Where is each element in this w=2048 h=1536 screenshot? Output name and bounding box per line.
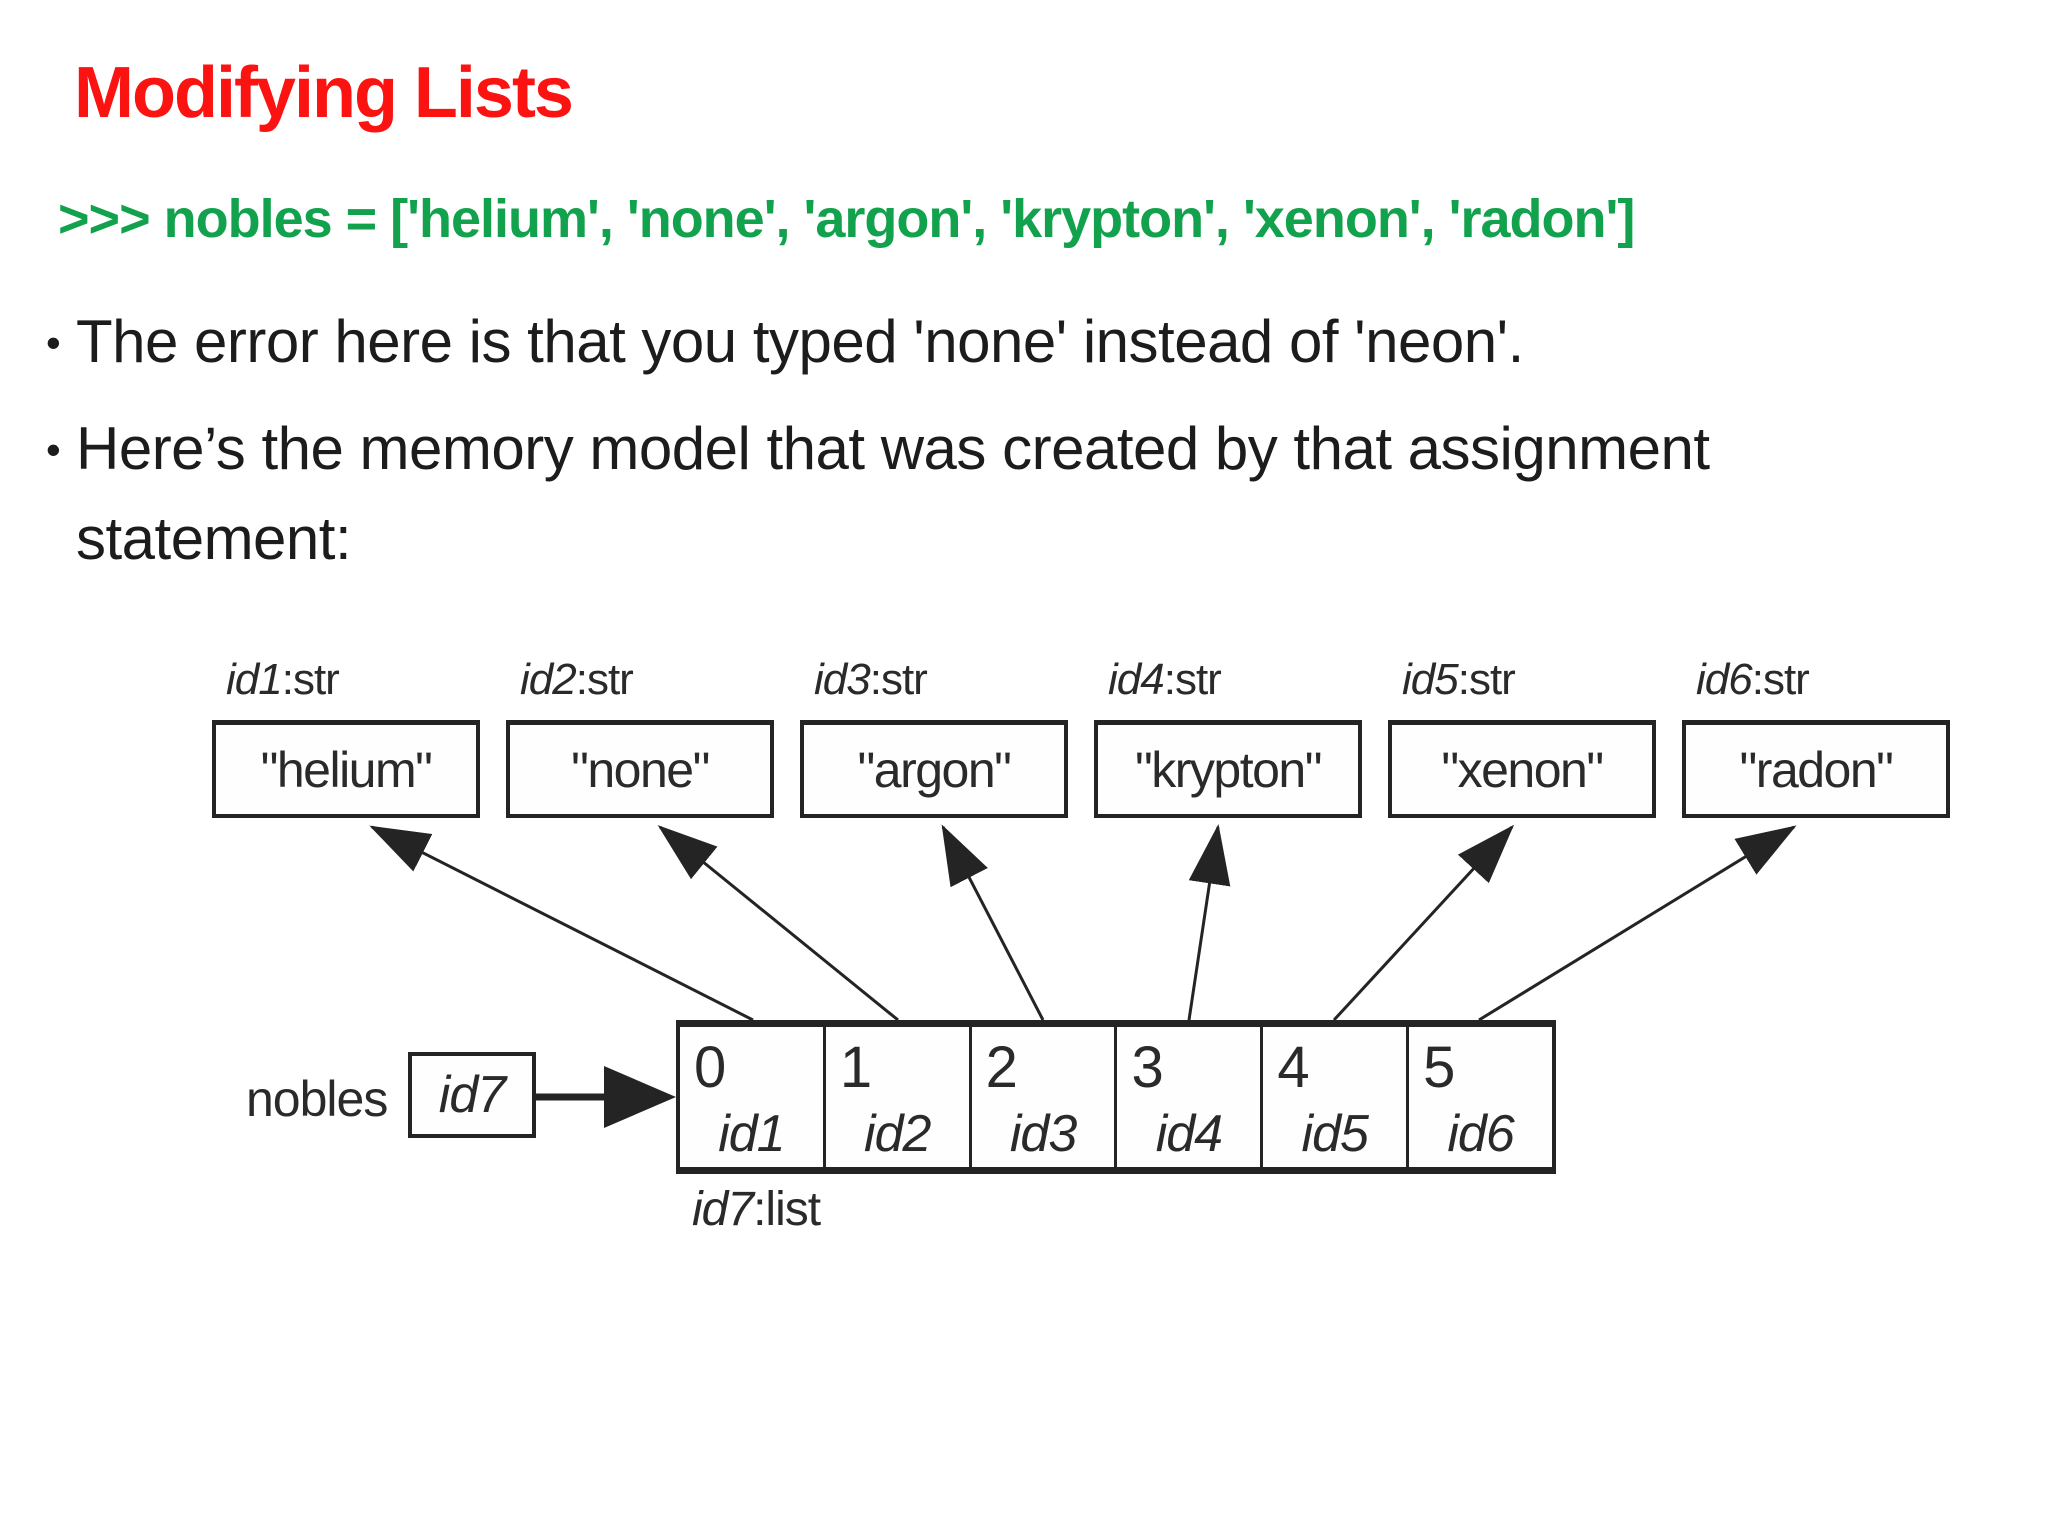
- string-value: "helium": [260, 741, 433, 798]
- list-object-label: id7:list: [692, 1183, 821, 1237]
- reference-arrow: [657, 825, 899, 1022]
- variable-name: nobles: [246, 1071, 388, 1127]
- bullet-icon: •: [46, 319, 61, 366]
- variable-box: id7: [408, 1052, 536, 1138]
- list-cell: 1 id2: [826, 1027, 972, 1167]
- object-id: id3: [814, 655, 871, 704]
- object-label: id1:str: [226, 655, 340, 704]
- object-id: id5: [1402, 655, 1459, 704]
- reference-arrow: [1332, 824, 1515, 1022]
- string-value: "none": [571, 741, 710, 798]
- code-line: >>> nobles = ['helium', 'none', 'argon',…: [58, 189, 1635, 249]
- string-object-box: "helium": [212, 720, 480, 818]
- object-id: id7: [692, 1183, 754, 1236]
- object-type: :list: [753, 1183, 821, 1236]
- cell-index: 2: [985, 1035, 1018, 1100]
- bullet-text: The error here is that you typed 'none' …: [76, 308, 1524, 375]
- bullet-icon: •: [46, 426, 61, 473]
- cell-ref: id1: [718, 1105, 785, 1163]
- object-label: id2:str: [520, 655, 634, 704]
- object-id: id1: [226, 655, 283, 704]
- object-label: id4:str: [1108, 655, 1222, 704]
- string-object-box: "radon": [1682, 720, 1950, 818]
- string-object-box: "argon": [800, 720, 1068, 818]
- list-cell: 0 id1: [680, 1027, 826, 1167]
- bullet-item: • The error here is that you typed 'none…: [46, 304, 1524, 382]
- bullet-item: • Here’s the memory model that was creat…: [46, 404, 1866, 584]
- string-object-box: "krypton": [1094, 720, 1362, 818]
- cell-ref: id2: [864, 1105, 931, 1163]
- arrowhead-icon: [604, 1066, 676, 1128]
- variable-ref: id7: [438, 1066, 506, 1124]
- string-value: "radon": [1739, 741, 1894, 798]
- list-cell: 2 id3: [972, 1027, 1118, 1167]
- reference-arrow: [369, 825, 754, 1022]
- list-cell: 4 id5: [1263, 1027, 1410, 1167]
- object-type: :str: [1163, 655, 1222, 704]
- cell-index: 5: [1423, 1035, 1456, 1100]
- list-cell: 5 id6: [1409, 1027, 1552, 1167]
- cell-index: 4: [1277, 1035, 1310, 1100]
- bullet-text: Here’s the memory model that was created…: [76, 415, 1710, 572]
- reference-arrow: [1478, 825, 1797, 1022]
- reference-arrow: [1187, 824, 1231, 1021]
- object-type: :str: [869, 655, 928, 704]
- string-value: "xenon": [1441, 741, 1604, 798]
- cell-ref: id6: [1447, 1105, 1514, 1163]
- object-id: id6: [1696, 655, 1753, 704]
- object-label: id5:str: [1402, 655, 1516, 704]
- object-id: id2: [520, 655, 577, 704]
- string-value: "krypton": [1135, 741, 1322, 798]
- cell-ref: id4: [1155, 1105, 1223, 1163]
- string-object-box: "xenon": [1388, 720, 1656, 818]
- object-type: :str: [281, 655, 340, 704]
- string-object-box: "none": [506, 720, 774, 818]
- object-label: id6:str: [1696, 655, 1810, 704]
- object-label: id3:str: [814, 655, 928, 704]
- object-id: id4: [1108, 655, 1165, 704]
- cell-index: 3: [1131, 1035, 1164, 1100]
- list-object-box: 0 id1 1 id2 2 id3 3 id4 4 id5 5 id6: [676, 1020, 1556, 1174]
- string-value: "argon": [857, 741, 1012, 798]
- cell-ref: id3: [1009, 1105, 1077, 1163]
- list-cell: 3 id4: [1117, 1027, 1264, 1167]
- object-type: :str: [575, 655, 634, 704]
- variable-arrow: [536, 1066, 676, 1128]
- cell-index: 0: [694, 1035, 727, 1100]
- cell-index: 1: [839, 1035, 873, 1100]
- reference-arrow: [941, 824, 1045, 1021]
- object-type: :str: [1457, 655, 1516, 704]
- object-type: :str: [1751, 655, 1810, 704]
- page-title: Modifying Lists: [74, 53, 574, 133]
- cell-ref: id5: [1301, 1105, 1369, 1163]
